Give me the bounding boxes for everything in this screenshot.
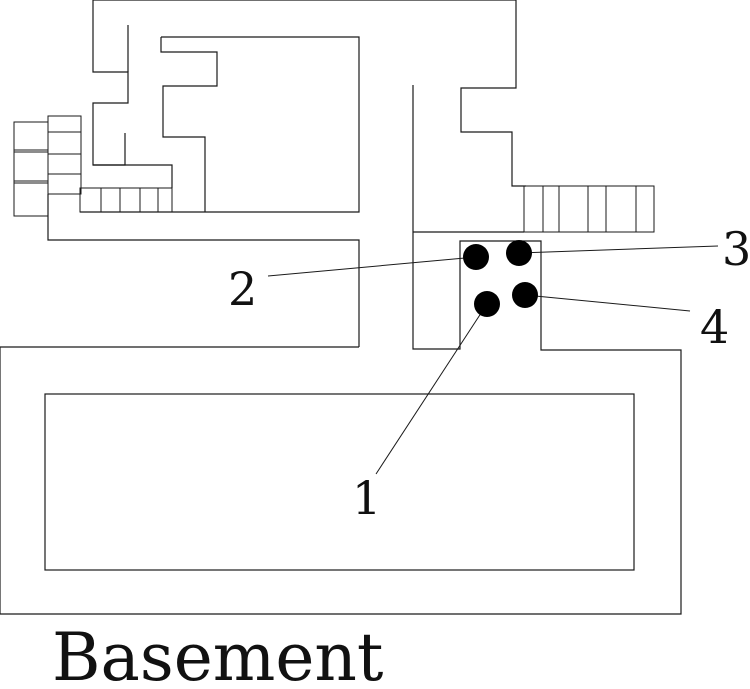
upper-left-wing-west-wall	[92, 0, 129, 166]
upper-left-wing-outline	[93, 0, 526, 187]
west-corridor-wall	[47, 194, 360, 347]
stairs-right	[523, 185, 655, 233]
leader-line-3	[518, 245, 719, 254]
marker-2[interactable]	[463, 244, 489, 270]
marker-1[interactable]	[474, 291, 500, 317]
lower-hall-inner-room	[44, 393, 635, 571]
marker-label-2: 2	[228, 262, 257, 316]
marker-label-1: 1	[352, 471, 381, 525]
stairs-far-left	[13, 115, 82, 217]
marker-4[interactable]	[512, 282, 538, 308]
upper-room-stepped-wall	[160, 37, 218, 212]
plan-title: Basement	[52, 619, 383, 689]
stair-landing-wall	[93, 164, 173, 188]
marker-3[interactable]	[506, 240, 532, 266]
leader-line-1	[375, 303, 488, 475]
leader-line-4	[524, 294, 691, 312]
leader-line-2	[267, 256, 477, 277]
vertical-corridor-west-wall	[0, 85, 682, 615]
marker-label-3: 3	[722, 222, 750, 276]
stairs-left-lower	[79, 187, 173, 213]
upper-room-outline	[80, 36, 360, 213]
marker-label-4: 4	[700, 300, 729, 354]
